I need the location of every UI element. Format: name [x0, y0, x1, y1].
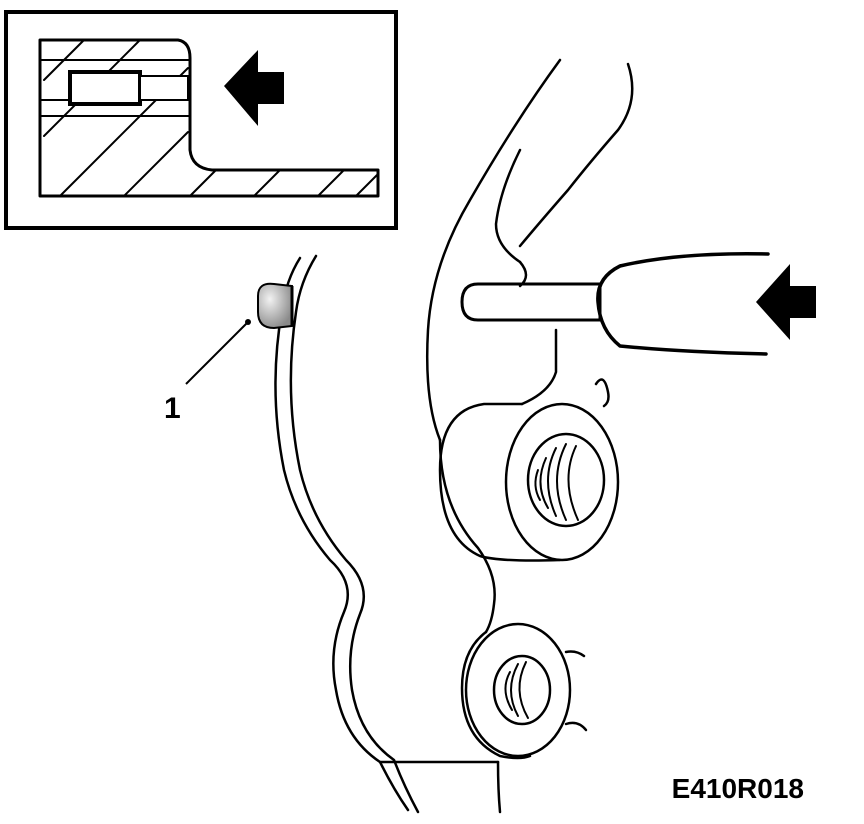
punch-shaft	[460, 282, 602, 322]
bracket-arm-left-edge	[425, 58, 562, 442]
side-panel	[274, 254, 420, 814]
drift-punch-tool	[460, 252, 770, 356]
inset-detail-view	[4, 10, 398, 230]
inset-hatching	[43, 39, 379, 197]
inset-arrow-icon	[224, 50, 284, 126]
inset-frame	[4, 10, 398, 230]
threaded-boss-small	[460, 622, 572, 760]
panel-edge-inner	[289, 254, 420, 814]
punch-handle	[596, 252, 770, 356]
pin-rivet	[257, 282, 294, 330]
figure-code: E410R018	[672, 773, 804, 804]
bracket-arm-right-edge	[518, 62, 634, 248]
panel-edge-outer	[274, 256, 410, 812]
force-arrow-icon	[756, 264, 816, 340]
callout-1-label: 1	[164, 392, 181, 425]
inset-housing-outline	[38, 38, 380, 198]
callout-1-leader	[185, 319, 251, 385]
threaded-boss-large	[438, 402, 620, 562]
bracket-body	[378, 58, 634, 814]
inset-seal-slot	[68, 70, 142, 106]
